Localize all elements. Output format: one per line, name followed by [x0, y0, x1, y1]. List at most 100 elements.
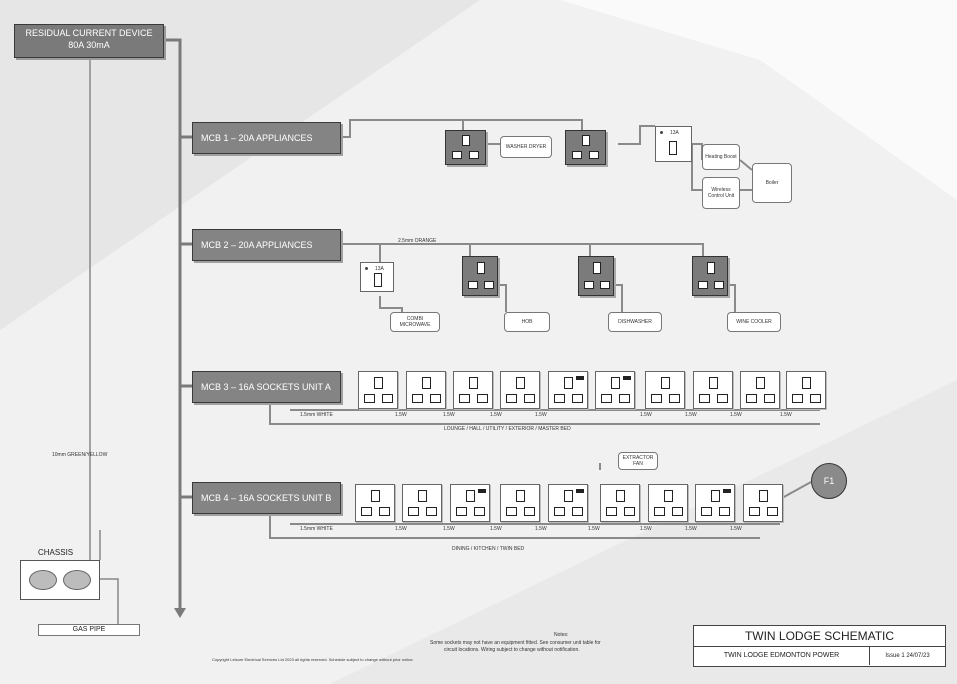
chassis-box [20, 560, 100, 600]
socket [406, 371, 446, 409]
tag-boiler-label: Boiler [765, 180, 779, 186]
title-block-sub: TWIN LODGE EDMONTON POWER [694, 647, 870, 665]
tag-boiler: Boiler [752, 163, 792, 203]
switch-indicator-icon [576, 376, 584, 380]
notes-head: Notes: [554, 632, 569, 638]
notes-line1: Some sockets may not have an equipment f… [430, 640, 601, 646]
switch-indicator-icon [576, 489, 584, 493]
segment-label: 1.5W [535, 412, 547, 418]
socket-dark [692, 256, 728, 296]
tag-heating-boost-label: Heating Boost [705, 154, 737, 160]
rcd-box: RESIDUAL CURRENT DEVICE 80A 30mA [14, 24, 164, 58]
f1-circle: F1 [811, 463, 847, 499]
fused-spur: 13A [360, 262, 394, 292]
switched-socket [450, 484, 490, 522]
fused-spur: 13A [655, 126, 692, 162]
segment-label: 1.5W [443, 412, 455, 418]
gas-pipe: GAS PIPE [38, 624, 140, 636]
tag-appliance: DISHWASHER [608, 312, 662, 332]
tag-appliance: HOB [504, 312, 550, 332]
socket-dark [578, 256, 614, 296]
tag-wireless-control: Wireless Control Unit [702, 177, 740, 209]
switched-socket [548, 484, 588, 522]
socket [600, 484, 640, 522]
segment-label: 1.5W [730, 526, 742, 532]
socket [402, 484, 442, 522]
rcd-title: RESIDUAL CURRENT DEVICE [25, 28, 153, 38]
segment-label: 1.5W [640, 526, 652, 532]
switch-indicator-icon [478, 489, 486, 493]
switched-socket [695, 484, 735, 522]
chassis-label: CHASSIS [38, 548, 74, 557]
bg-shade [330, 380, 957, 684]
title-block-title: TWIN LODGE SCHEMATIC [694, 626, 945, 647]
tag-appliance: WINE COOLER [727, 312, 781, 332]
segment-label: 1.5W [395, 412, 407, 418]
mcb-2-box: MCB 2 – 20A APPLIANCES [192, 229, 341, 261]
switched-socket [548, 371, 588, 409]
mcb3-cable-label: 1.5mm WHITE [300, 412, 333, 418]
tag-heating-boost: Heating Boost [702, 144, 740, 170]
socket [358, 371, 398, 409]
mcb3-room-label: LOUNGE / HALL / UTILITY / EXTERIOR / MAS… [444, 426, 571, 432]
chassis-oval [29, 570, 57, 590]
switch-indicator-icon [723, 489, 731, 493]
rcd-rating: 80A 30mA [68, 40, 110, 50]
socket [786, 371, 826, 409]
segment-label: 1.5W [685, 412, 697, 418]
socket [740, 371, 780, 409]
bg-shade [560, 0, 957, 200]
socket [500, 484, 540, 522]
tag-extractor-fan: EXTRACTOR FAN [618, 452, 658, 470]
main-bus [163, 38, 182, 610]
copyright: Copyright Leisure Electrical Services Lt… [212, 657, 414, 662]
bg-shade [0, 0, 480, 330]
spur-rating: 13A [670, 130, 679, 136]
segment-label: 1.5W [730, 412, 742, 418]
socket [500, 371, 540, 409]
segment-label: 1.5W [588, 526, 600, 532]
earth-label: 10mm GREEN/YELLOW [52, 452, 108, 458]
segment-label: 1.5W [490, 412, 502, 418]
mcb-1-box: MCB 1 – 20A APPLIANCES [192, 122, 341, 154]
switch-indicator-icon [623, 376, 631, 380]
tag-appliance-label: WINE COOLER [736, 319, 772, 325]
segment-label: 1.5W [780, 412, 792, 418]
segment-label: 1.5W [685, 526, 697, 532]
socket-dark [462, 256, 498, 296]
segment-label: 1.5W [535, 526, 547, 532]
chassis-oval [63, 570, 91, 590]
segment-label: 1.5W [395, 526, 407, 532]
socket [743, 484, 783, 522]
tag-appliance-label: HOB [521, 319, 533, 325]
mcb-3-box: MCB 3 – 16A SOCKETS UNIT A [192, 371, 341, 403]
tag-appliance-label: DISHWASHER [618, 319, 652, 325]
socket-dark [445, 130, 486, 165]
tag-washer-dryer-label: WASHER DRYER [505, 144, 547, 150]
title-block-date: Issue 1 24/07/23 [885, 653, 930, 659]
mcb2-cable-label: 2.5mm ORANGE [398, 238, 437, 244]
switched-socket [595, 371, 635, 409]
socket [693, 371, 733, 409]
mcb-4-box: MCB 4 – 16A SOCKETS UNIT B [192, 482, 341, 514]
socket [648, 484, 688, 522]
tag-appliance: COMBI MICROWAVE [390, 312, 440, 332]
segment-label: 1.5W [443, 526, 455, 532]
socket-dark [565, 130, 606, 165]
segment-label: 1.5W [490, 526, 502, 532]
mcb4-room-label: DINING / KITCHEN / TWIN BED [452, 546, 525, 552]
title-block: TWIN LODGE SCHEMATIC TWIN LODGE EDMONTON… [693, 625, 946, 667]
socket [645, 371, 685, 409]
tag-washer-dryer: WASHER DRYER [500, 136, 552, 158]
bus-arrow [174, 608, 186, 618]
notes-line2: circuit locations. Wiring subject to cha… [444, 647, 580, 653]
socket [355, 484, 395, 522]
tag-appliance-label: COMBI MICROWAVE [399, 316, 431, 328]
spur-rating: 13A [375, 266, 384, 272]
socket [453, 371, 493, 409]
mcb4-cable-label: 1.5mm WHITE [300, 526, 333, 532]
tag-wireless-control-label: Wireless Control Unit [707, 187, 735, 199]
tag-extractor-fan-label: EXTRACTOR FAN [622, 455, 654, 467]
